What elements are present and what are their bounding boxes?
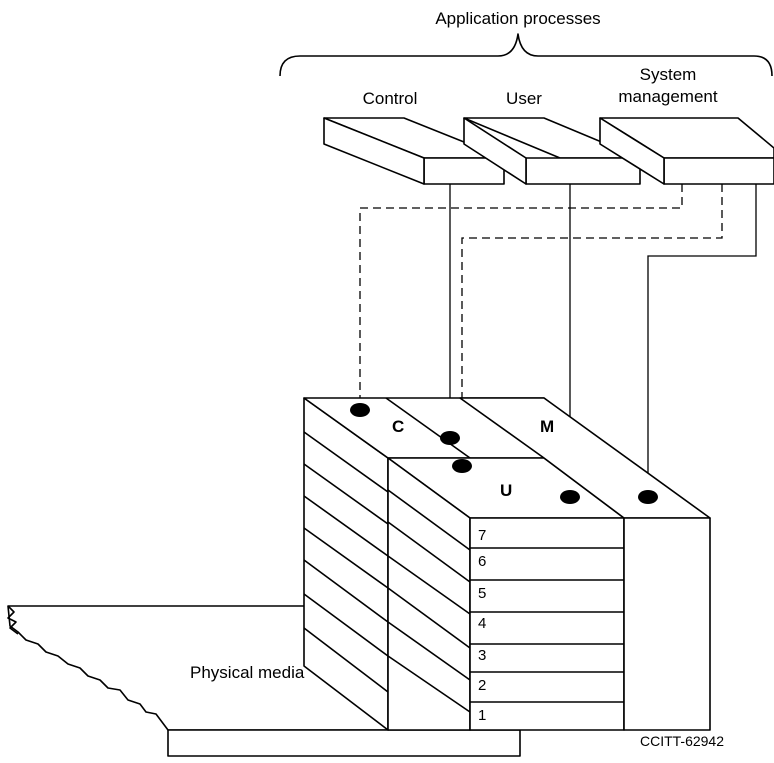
- layer-2-label: 2: [478, 677, 486, 694]
- layer-1-label: 1: [478, 707, 486, 724]
- control-process-label: Control: [363, 89, 418, 108]
- physical-media-label: Physical media: [190, 663, 305, 682]
- management-plane-label: M: [540, 417, 554, 436]
- system-process-label-line1: System: [640, 65, 697, 84]
- control-management-link: [359, 184, 683, 408]
- system-management-link: [647, 184, 757, 494]
- application-processes-title: Application processes: [435, 9, 600, 28]
- access-points: [350, 403, 658, 504]
- user-process-label: User: [506, 89, 542, 108]
- control-access-point: [440, 431, 460, 445]
- user-access-point: [560, 490, 580, 504]
- management-plane-block: [459, 397, 711, 731]
- control-mgmt-access-point: [350, 403, 370, 417]
- layer-6-label: 6: [478, 553, 486, 570]
- figure-reference: CCITT-62942: [640, 733, 724, 749]
- management-access-point: [638, 490, 658, 504]
- layer-3-label: 3: [478, 647, 486, 664]
- layer-numbers: 7 6 5 4 3 2 1: [478, 527, 486, 724]
- user-plane-label: U: [500, 481, 512, 500]
- control-plane-label: C: [392, 417, 404, 436]
- control-process-box: [323, 117, 505, 185]
- user-mgmt-access-point: [452, 459, 472, 473]
- layer-5-label: 5: [478, 585, 486, 602]
- system-management-process-box: [599, 117, 774, 185]
- user-process-box: [463, 117, 641, 185]
- system-process-label-line2: management: [618, 87, 718, 106]
- application-brace: [279, 33, 773, 77]
- layer-4-label: 4: [478, 615, 486, 632]
- user-plane-block: [387, 457, 625, 731]
- user-management-link: [461, 184, 723, 464]
- layer-7-label: 7: [478, 527, 486, 544]
